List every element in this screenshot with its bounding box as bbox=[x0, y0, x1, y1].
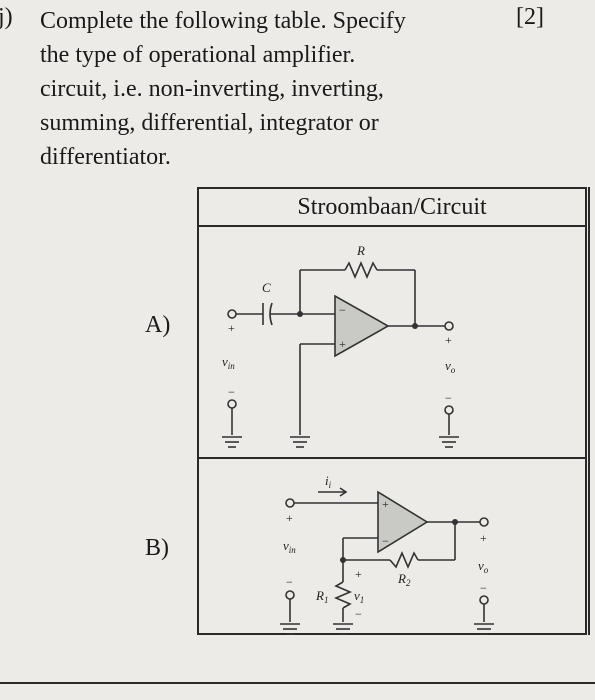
question-line-1: Complete the following table. Specify bbox=[40, 8, 406, 34]
label-v1-b: v1 bbox=[354, 588, 364, 605]
input-a-plus: + bbox=[228, 321, 235, 335]
v1-minus: − bbox=[355, 607, 362, 621]
circuit-table: Stroombaan/Circuit bbox=[197, 187, 587, 635]
v1-plus: + bbox=[355, 567, 362, 581]
question-line-4: summing, differential, integrator or bbox=[40, 110, 379, 136]
output-a-minus: − bbox=[445, 391, 452, 405]
row-divider bbox=[199, 457, 585, 459]
input-a-minus: − bbox=[228, 385, 235, 399]
output-a-plus: + bbox=[445, 333, 452, 347]
input-b-plus: + bbox=[286, 511, 293, 525]
question-text: Complete the following table. Specify th… bbox=[40, 4, 560, 174]
bottom-rule bbox=[0, 682, 595, 684]
table-header: Stroombaan/Circuit bbox=[199, 189, 585, 227]
row-a-label: A) bbox=[145, 312, 171, 338]
label-r-a: R bbox=[356, 243, 365, 258]
opamp-b-plus: + bbox=[382, 497, 389, 511]
output-b-plus: + bbox=[480, 531, 487, 545]
question-label: j) bbox=[0, 4, 13, 30]
row-b-label: B) bbox=[145, 535, 169, 561]
label-vo-b: vo bbox=[478, 558, 489, 575]
label-vin-a: vin bbox=[222, 354, 235, 371]
question-line-5: differentiator. bbox=[40, 144, 171, 170]
marks-badge: [2] bbox=[516, 4, 544, 30]
opamp-b-minus: − bbox=[382, 534, 389, 548]
label-r1-b: R1 bbox=[315, 588, 328, 605]
question-line-3: circuit, i.e. non-inverting, inverting, bbox=[40, 76, 384, 102]
label-c-a: C bbox=[262, 280, 271, 295]
label-r2-b: R2 bbox=[397, 571, 411, 588]
opamp-a-minus: − bbox=[339, 303, 346, 317]
input-b-minus: − bbox=[286, 575, 293, 589]
label-vo-a: vo bbox=[445, 358, 456, 375]
label-ii-b: ii bbox=[325, 473, 332, 490]
output-b-minus: − bbox=[480, 581, 487, 595]
label-vin-b: vin bbox=[283, 538, 296, 555]
opamp-a-plus: + bbox=[339, 337, 346, 351]
table-right-edge bbox=[588, 187, 590, 635]
question-line-2: the type of operational amplifier. bbox=[40, 42, 356, 68]
